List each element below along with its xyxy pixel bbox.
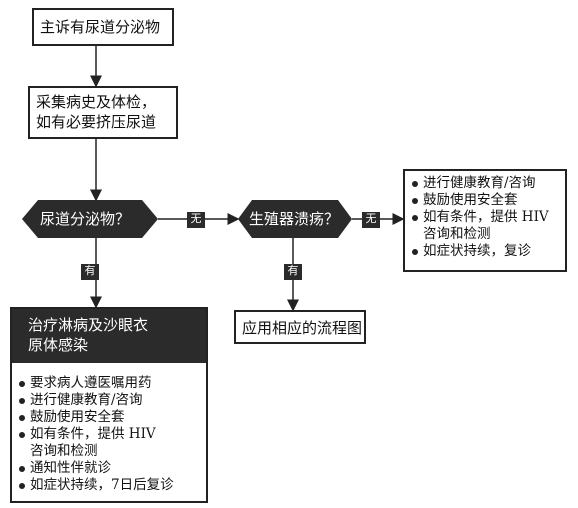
- treatment-header: 治疗淋病及沙眼衣 原体感染: [12, 309, 206, 363]
- list-item: 如症状持续，7日后复诊: [18, 477, 206, 494]
- edge-label-no-1: 无: [187, 212, 205, 228]
- treatment-box: 治疗淋病及沙眼衣 原体感染 要求病人遵医嘱用药进行健康教育/咨询鼓励使用安全套如…: [10, 307, 208, 503]
- list-item: 通知性伴就诊: [18, 460, 206, 477]
- treatment-header-line-1: 治疗淋病及沙眼衣: [28, 316, 149, 334]
- apply-flowchart-box: 应用相应的流程图: [234, 310, 366, 344]
- edge-label-yes-1: 有: [81, 264, 99, 280]
- list-item: 如有条件，提供 HIV: [18, 426, 206, 443]
- edge-label-no-2: 无: [362, 212, 380, 228]
- decision-ulcer-shape: [238, 200, 352, 238]
- treatment-header-line-2: 原体感染: [28, 336, 89, 354]
- history-exam-box: 采集病史及体检， 如有必要挤压尿道: [28, 86, 178, 139]
- decision-ulcer-text: 生殖器溃疡？: [249, 210, 340, 228]
- history-exam-line-2: 如有必要挤压尿道: [36, 113, 157, 131]
- edge-label-yes-2: 有: [284, 264, 302, 280]
- list-item: 鼓励使用安全套: [411, 192, 563, 209]
- list-item: 如症状持续，复诊: [411, 243, 563, 260]
- list-item: 咨询和检测: [30, 443, 98, 459]
- list-item: 进行健康教育/咨询: [18, 392, 206, 409]
- list-item: 鼓励使用安全套: [18, 409, 206, 426]
- chief-complaint-box: 主诉有尿道分泌物: [32, 8, 174, 46]
- list-item: 咨询和检测: [423, 226, 491, 242]
- list-item: 如有条件，提供 HIV: [411, 209, 563, 226]
- list-item: 进行健康教育/咨询: [411, 175, 563, 192]
- decision-discharge-text: 尿道分泌物？: [40, 210, 131, 228]
- decision-discharge-shape: [22, 200, 158, 238]
- list-item: 要求病人遵医嘱用药: [18, 375, 206, 392]
- chief-complaint-text: 主诉有尿道分泌物: [40, 18, 161, 36]
- history-exam-line-1: 采集病史及体检，: [36, 93, 157, 111]
- apply-flowchart-text: 应用相应的流程图: [242, 319, 363, 337]
